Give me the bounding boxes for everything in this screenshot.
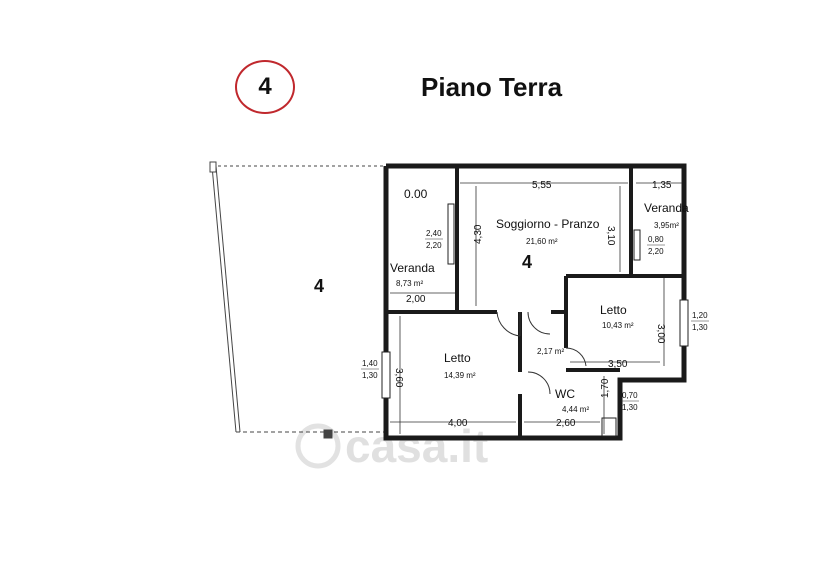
win-veranda-bottom: 2,20	[426, 241, 442, 250]
dim-300: 3,00	[655, 324, 666, 344]
win-lettor-bottom: 1,30	[692, 323, 708, 332]
letto-right-area: 10,43 m²	[602, 321, 634, 330]
unit-number: 4	[522, 252, 532, 272]
soggiorno-name: Soggiorno - Pranzo	[496, 217, 600, 231]
win-wc-bottom: 1,30	[622, 403, 638, 412]
windows	[381, 203, 689, 437]
veranda-left-area: 8,73 m²	[396, 279, 423, 288]
letto-left-name: Letto	[444, 351, 471, 365]
dim-555: 5,55	[532, 180, 552, 191]
dim-360: 3,60	[393, 368, 404, 388]
wc-area: 4,44 m²	[562, 405, 589, 414]
dim-170: 1,70	[600, 378, 611, 398]
win-lettor-top: 1,20	[692, 311, 708, 320]
watermark: casa.it	[295, 420, 488, 472]
dimension-lines	[390, 182, 682, 434]
dim-200: 2,00	[406, 294, 426, 305]
dim-135: 1,35	[652, 180, 672, 191]
page-title: Piano Terra	[421, 72, 563, 102]
win-veranda-top: 2,40	[426, 229, 442, 238]
dim-260: 2,60	[556, 418, 576, 429]
hall-area: 2,17 m²	[537, 347, 564, 356]
letto-left-area: 14,39 m²	[444, 371, 476, 380]
interior-walls	[388, 168, 682, 436]
win-verandar-top: 0,80	[648, 235, 664, 244]
doors	[496, 311, 587, 395]
garden-outline	[209, 161, 386, 439]
win-verandar-bottom: 2,20	[648, 247, 664, 256]
veranda-right-area: 3,95m²	[654, 221, 679, 230]
wc-name: WC	[555, 387, 575, 401]
veranda-right-name: Veranda	[644, 201, 689, 215]
garden-number: 4	[314, 276, 324, 296]
soggiorno-area: 21,60 m²	[526, 237, 558, 246]
watermark-text: casa.it	[345, 420, 488, 472]
win-wc-top: 0,70	[622, 391, 638, 400]
dim-400: 4,00	[448, 418, 468, 429]
dim-430: 4,30	[473, 224, 484, 244]
exterior-walls	[383, 163, 687, 441]
win-lettol-top: 1,40	[362, 359, 378, 368]
dim-350: 3,50	[608, 359, 628, 370]
top-left-value: 0.00	[404, 187, 428, 201]
win-lettol-bottom: 1,30	[362, 371, 378, 380]
dim-310: 3,10	[605, 226, 616, 246]
veranda-left-name: Veranda	[390, 261, 435, 275]
letto-right-name: Letto	[600, 303, 627, 317]
number-badge: 4	[235, 60, 295, 114]
